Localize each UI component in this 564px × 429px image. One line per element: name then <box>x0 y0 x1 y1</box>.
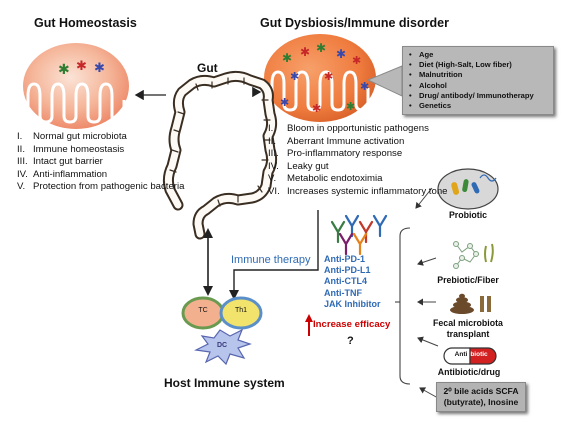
risk-factors-box: •Age •Diet (High-Salt, Low fiber) •Malnu… <box>402 46 554 116</box>
bile-acids-scfa-box: 2⁰ bile acids SCFA (butyrate), Inosine <box>436 382 526 412</box>
increase-efficacy-arrow <box>305 314 313 336</box>
svg-text:✱: ✱ <box>360 80 369 93</box>
list-item: •Malnutrition <box>409 70 463 80</box>
dysbiosis-gut-illustration: ✱ ✱ ✱ ✱ ✱ ✱ ✱ ✱ ✱ ✱ ✱ <box>264 34 376 122</box>
svg-text:✱: ✱ <box>280 96 289 109</box>
capsule-right-text: biotic <box>470 351 488 358</box>
list-item: V.Metabolic endotoximia <box>268 173 383 185</box>
list-item: V.Protection from pathogenic bacteria <box>17 181 185 193</box>
modulators-bracket <box>395 227 411 385</box>
svg-text:✱: ✱ <box>300 45 310 59</box>
dysbiosis-list: I.Bloom in opportunistic pathogens II.Ab… <box>268 123 448 199</box>
list-item: III.Pro-inflammatory response <box>268 148 403 160</box>
list-item: •Alcohol <box>409 80 447 90</box>
svg-text:✱: ✱ <box>352 54 361 67</box>
list-item: JAK Inhibitor <box>324 298 381 309</box>
list-item: •Drug/ antibody/ Immunotherapy <box>409 90 534 100</box>
list-item: Anti-PD-1 <box>324 254 365 264</box>
svg-text:✱: ✱ <box>346 100 355 113</box>
svg-text:✱: ✱ <box>76 59 87 74</box>
probiotic-label: Probiotic <box>448 210 488 220</box>
svg-text:✱: ✱ <box>290 70 299 83</box>
list-item: I.Normal gut microbiota <box>17 131 127 142</box>
svg-text:✱: ✱ <box>312 102 321 115</box>
svg-text:✱: ✱ <box>58 62 70 78</box>
list-item: III.Intact gut barrier <box>17 156 103 168</box>
immune-cells-illustration <box>181 296 263 366</box>
dc-cell-label: DC <box>216 342 228 349</box>
list-item: I.Bloom in opportunistic pathogens <box>268 123 429 134</box>
colon-illustration <box>162 70 278 240</box>
list-item: Anti-TNF <box>324 287 362 298</box>
homeostasis-list: I.Normal gut microbiota II.Immune homeos… <box>17 131 184 194</box>
tc-cell-label: TC <box>198 307 208 314</box>
list-item: IV.Anti-inflammation <box>17 168 108 180</box>
gut-homeostasis-title: Gut Homeostasis <box>34 16 137 30</box>
antibiotic-capsule-icon <box>443 347 497 365</box>
list-item: Anti-CTL4 <box>324 276 367 287</box>
immune-therapy-label: Immune therapy <box>231 254 311 266</box>
fecal-transplant-icon <box>450 293 491 314</box>
antibody-icons <box>330 214 388 256</box>
prebiotic-icon <box>453 241 494 269</box>
probiotic-icon <box>437 168 499 210</box>
prebiotic-label: Prebiotic/Fiber <box>437 275 499 285</box>
therapy-drug-list: Anti-PD-1 Anti-PD-L1 Anti-CTL4 Anti-TNF … <box>324 254 381 310</box>
list-item: II.Aberrant Immune activation <box>268 135 405 147</box>
list-item: •Genetics <box>409 101 452 111</box>
list-item: •Age <box>409 50 434 59</box>
th1-cell-label: Th1 <box>234 307 248 314</box>
arrow-therapy-to-immune <box>233 210 319 296</box>
gut-label: Gut <box>197 61 218 75</box>
fecal-transplant-label: Fecal microbiota transplant <box>433 318 503 339</box>
capsule-left-text: Anti <box>454 351 468 358</box>
list-item: IV.Leaky gut <box>268 160 329 172</box>
increase-efficacy-label: Increase efficacy <box>313 319 391 330</box>
svg-text:✱: ✱ <box>282 51 292 65</box>
svg-text:✱: ✱ <box>324 70 333 83</box>
svg-text:✱: ✱ <box>94 61 105 76</box>
svg-text:✱: ✱ <box>336 47 346 61</box>
antibiotic-label: Antibiotic/drug <box>437 367 501 377</box>
question-mark: ? <box>347 335 354 347</box>
list-item: •Diet (High-Salt, Low fiber) <box>409 60 512 70</box>
list-item: II.Immune homeostasis <box>17 143 125 155</box>
list-item: Anti-PD-L1 <box>324 265 371 276</box>
host-immune-title: Host Immune system <box>164 376 285 390</box>
healthy-gut-illustration: ✱ ✱ ✱ <box>23 43 129 129</box>
list-item: VI.Increases systemic inflammatory tone <box>268 185 448 197</box>
gut-dysbiosis-title: Gut Dysbiosis/Immune disorder <box>260 16 449 30</box>
svg-text:✱: ✱ <box>316 41 326 55</box>
